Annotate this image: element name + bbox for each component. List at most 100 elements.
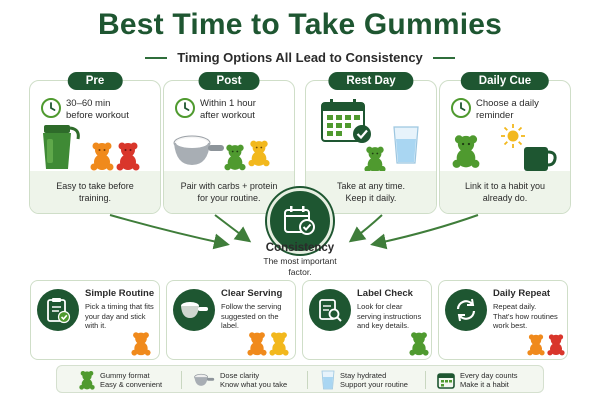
timing-card-post: Post Within 1 hour after workout Pair wi… — [163, 72, 295, 214]
coffee-mug-icon — [522, 143, 558, 173]
shaker-bottle-icon — [38, 123, 82, 171]
repeat-icon — [445, 289, 487, 331]
timing-card-footer: Link it to a habit you already do. — [440, 171, 570, 213]
tip-title: Label Check — [357, 288, 413, 299]
gummy-bear-icon — [116, 141, 140, 171]
footer-line: Easy to take before — [56, 181, 134, 191]
gummy-bear-icon — [269, 331, 289, 356]
timing-card-note: 30–60 min — [66, 98, 111, 109]
timing-card-note: before workout — [66, 110, 129, 121]
page-subtitle: Timing Options All Lead to Consistency — [177, 50, 423, 65]
tip-text-line: That's how routines — [493, 311, 558, 321]
tip-card-label-check: Label Check Look for clear serving instr… — [302, 280, 432, 360]
scoop-icon — [194, 373, 215, 386]
clock-icon — [450, 97, 472, 119]
strip-item-every-day-counts: Every day counts Make it a habit — [437, 366, 518, 394]
tip-text-line: your day and stick — [85, 311, 146, 321]
tip-text-line: Repeat daily. — [493, 302, 537, 311]
tip-text: Repeat daily. That's how routines work b… — [493, 302, 565, 331]
timing-card-footer: Take at any time. Keep it daily. — [306, 171, 436, 213]
timing-card-note: after workout — [200, 110, 255, 121]
strip-divider — [181, 371, 182, 389]
gummy-bear-icon — [409, 331, 429, 356]
label-search-icon — [309, 289, 351, 331]
timing-card-rest-day: Rest Day Take at any time. Keep it daily… — [305, 72, 437, 214]
tip-text-line: work best. — [493, 321, 528, 330]
strip-title: Gummy format — [100, 371, 150, 380]
subtitle-rule-left — [145, 56, 168, 59]
calendar-check-icon — [284, 206, 315, 235]
timing-card-label: Rest Day — [328, 72, 414, 90]
gummy-bear-icon — [248, 139, 270, 167]
scoop-icon — [173, 289, 215, 331]
footer-line: Link it to a habit you — [464, 181, 546, 191]
clipboard-check-icon — [37, 289, 79, 331]
gummy-bear-icon — [364, 145, 386, 173]
tip-text: Follow the serving suggested on the labe… — [221, 302, 293, 331]
gummy-bear-icon — [90, 141, 114, 171]
page-title: Best Time to Take Gummies — [97, 8, 503, 41]
calendar-icon — [437, 373, 455, 389]
subtitle-rule-right — [432, 56, 455, 59]
benefits-strip: Gummy format Easy & convenient Dose clar… — [56, 365, 544, 393]
strip-divider — [425, 371, 426, 389]
clock-icon — [40, 97, 62, 119]
clock-icon — [174, 97, 196, 119]
gummy-bear-icon — [527, 333, 545, 356]
tip-title: Simple Routine — [85, 288, 155, 299]
strip-title: Stay hydrated — [340, 371, 387, 380]
timing-card-note: reminder — [476, 110, 514, 121]
timing-card-label: Pre — [67, 72, 123, 90]
tip-text-line: label. — [221, 321, 239, 330]
tip-text-line: and key details. — [357, 321, 410, 330]
subtitle-row: Timing Options All Lead to Consistency — [0, 50, 600, 65]
gummy-bear-icon — [79, 371, 95, 390]
tip-title: Daily Repeat — [493, 288, 551, 299]
center-subtitle-line: factor. — [288, 266, 312, 277]
water-glass-icon — [321, 370, 335, 390]
strip-item-stay-hydrated: Stay hydrated Support your routine — [321, 366, 408, 394]
tip-card-simple-routine: Simple Routine Pick a timing that fits y… — [30, 280, 160, 360]
tip-card-clear-serving: Clear Serving Follow the serving suggest… — [166, 280, 296, 360]
scoop-icon — [170, 131, 226, 171]
timing-card-label: Post — [198, 72, 260, 90]
tip-card-daily-repeat: Daily Repeat Repeat daily. That's how ro… — [438, 280, 568, 360]
consistency-badge — [267, 188, 333, 254]
footer-line: Take at any time. — [336, 181, 406, 191]
tip-text: Pick a timing that fits your day and sti… — [85, 302, 157, 331]
center-title: Consistency — [265, 242, 335, 254]
timing-card-footer: Easy to take before training. — [30, 171, 160, 213]
tip-text-line: Look for clear — [357, 302, 403, 311]
timing-card-note: Choose a daily — [476, 98, 539, 109]
tip-text-line: with it. — [85, 321, 107, 330]
footer-line: training. — [78, 193, 111, 203]
timing-card-label: Daily Cue — [460, 72, 550, 90]
gummy-bear-icon — [547, 333, 565, 356]
center-subtitle-line: The most important — [263, 256, 337, 266]
tip-text-line: Pick a timing that fits — [85, 302, 154, 311]
footer-line: for your routine. — [197, 193, 261, 203]
strip-sub: Support your routine — [340, 380, 408, 389]
gummy-bear-icon — [452, 133, 480, 169]
center-subtitle: The most important factor. — [240, 256, 360, 277]
calendar-check-icon — [320, 97, 374, 145]
tip-text-line: suggested on the — [221, 311, 279, 321]
footer-line: already do. — [482, 193, 528, 203]
footer-line: Keep it daily. — [345, 193, 397, 203]
gummy-bear-icon — [224, 143, 246, 171]
strip-divider — [307, 371, 308, 389]
timing-card-note: Within 1 hour — [200, 98, 256, 109]
gummy-bear-icon — [247, 331, 267, 356]
tip-title: Clear Serving — [221, 288, 283, 299]
strip-title: Dose clarity — [220, 371, 260, 380]
timing-card-daily-cue: Daily Cue Choose a daily reminder Link i… — [439, 72, 571, 214]
gummy-bear-icon — [131, 331, 151, 356]
strip-item-dose-clarity: Dose clarity Know what you take — [193, 366, 287, 394]
water-glass-icon — [392, 125, 420, 165]
tip-text-line: serving instructions — [357, 311, 422, 321]
strip-title: Every day counts — [460, 371, 518, 380]
tip-text-line: Follow the serving — [221, 302, 282, 311]
strip-sub: Know what you take — [220, 380, 288, 389]
timing-card-pre: Pre 30–60 min before workout Easy to tak… — [29, 72, 161, 214]
